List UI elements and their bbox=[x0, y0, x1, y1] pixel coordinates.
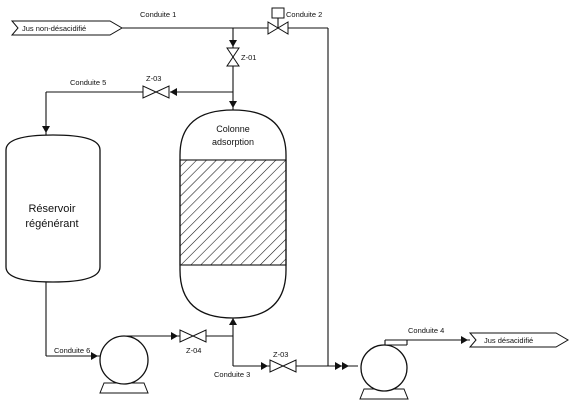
label-conduite-6: Conduite 6 bbox=[54, 346, 90, 355]
arrow-right-junction-a bbox=[335, 362, 342, 370]
valve-z02[interactable] bbox=[267, 7, 289, 35]
regenerant-reservoir[interactable]: Réservoir régénérant bbox=[5, 134, 101, 283]
valve-z01[interactable]: Z-01 bbox=[226, 47, 256, 67]
valve-conduite-5[interactable]: Z-03 bbox=[142, 74, 170, 99]
pump-2-body bbox=[360, 344, 408, 392]
inlet-stream-flag: Jus non-désacidifié bbox=[10, 20, 123, 36]
valve-z02-actuator bbox=[271, 7, 285, 19]
valve-z03-label: Z-03 bbox=[273, 350, 288, 359]
arrow-right-outlet bbox=[461, 336, 468, 344]
reservoir-label-line1: Réservoir bbox=[28, 203, 75, 215]
outlet-stream-flag: Jus désacidifié bbox=[468, 332, 569, 348]
label-conduite-2: Conduite 2 bbox=[286, 10, 322, 19]
arrow-down-column-top bbox=[229, 101, 237, 108]
valve-z03[interactable]: Z-03 bbox=[269, 350, 297, 373]
valve-z01-label: Z-01 bbox=[241, 53, 256, 62]
label-conduite-5: Conduite 5 bbox=[70, 78, 106, 87]
arrow-right-junction-b bbox=[342, 362, 349, 370]
pump-1-body bbox=[99, 335, 149, 385]
reservoir-label-line2: régénérant bbox=[25, 218, 78, 230]
arrow-right-z03 bbox=[261, 362, 268, 370]
pipe-labels: Conduite 1 Conduite 2 Conduite 5 Conduit… bbox=[54, 10, 444, 379]
arrow-left-conduite-5 bbox=[170, 88, 177, 96]
arrow-down-feed bbox=[229, 40, 237, 47]
adsorption-column[interactable]: Colonne adsorption bbox=[179, 109, 287, 319]
valve-conduite-5-label: Z-03 bbox=[146, 74, 161, 83]
inlet-stream-label: Jus non-désacidifié bbox=[22, 24, 86, 33]
outlet-stream-label: Jus désacidifié bbox=[484, 336, 533, 345]
pump-2[interactable] bbox=[359, 340, 409, 400]
label-conduite-1: Conduite 1 bbox=[140, 10, 176, 19]
valve-z04-label: Z-04 bbox=[186, 346, 201, 355]
flow-arrows bbox=[42, 40, 468, 370]
valve-z04[interactable]: Z-04 bbox=[179, 329, 207, 355]
pump-1[interactable] bbox=[99, 335, 149, 394]
arrow-right-pump1-in bbox=[91, 352, 98, 360]
label-conduite-4: Conduite 4 bbox=[408, 326, 444, 335]
label-conduite-3: Conduite 3 bbox=[214, 370, 250, 379]
column-label-line2: adsorption bbox=[212, 137, 254, 147]
arrow-right-z04 bbox=[171, 332, 178, 340]
arrow-down-reservoir bbox=[42, 126, 50, 133]
adsorption-bed bbox=[179, 159, 287, 266]
arrow-up-column-bottom bbox=[229, 318, 237, 325]
column-label-line1: Colonne bbox=[216, 124, 250, 134]
